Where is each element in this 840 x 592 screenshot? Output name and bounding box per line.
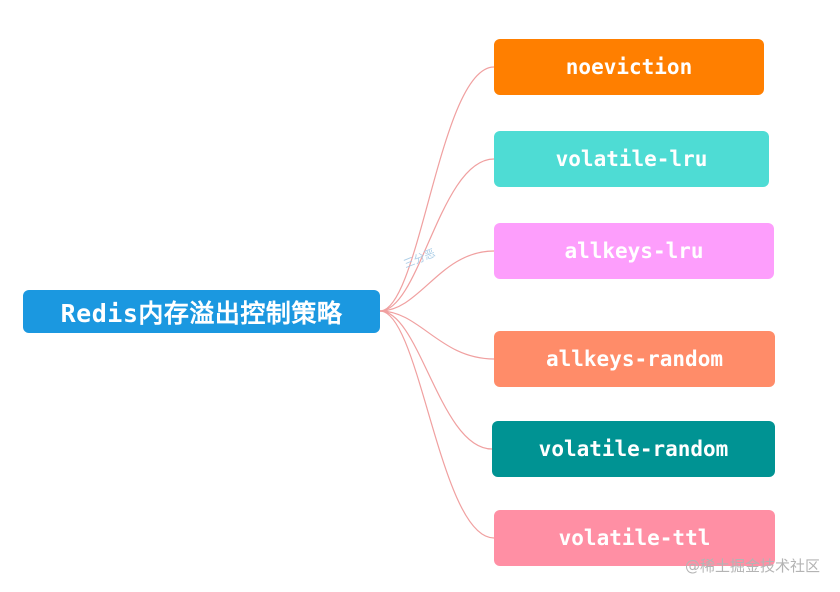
connector-line [379, 66, 495, 312]
branch-node-volatile-random[interactable]: volatile-random [492, 421, 775, 477]
root-node[interactable]: Redis内存溢出控制策略 [23, 290, 380, 333]
connector-line [379, 310, 495, 539]
connector-line [379, 158, 495, 312]
branch-node-label: volatile-lru [555, 147, 708, 171]
root-node-label: Redis内存溢出控制策略 [60, 298, 343, 328]
branch-node-label: allkeys-lru [564, 239, 704, 263]
connector-line [379, 310, 493, 450]
branch-node-allkeys-lru[interactable]: allkeys-lru [494, 223, 774, 279]
branch-node-label: allkeys-random [545, 347, 723, 371]
branch-node-allkeys-random[interactable]: allkeys-random [494, 331, 775, 387]
branch-node-volatile-ttl[interactable]: volatile-ttl [494, 510, 775, 566]
connector-line [379, 310, 495, 360]
branch-node-noeviction[interactable]: noeviction [494, 39, 764, 95]
branch-node-label: noeviction [565, 55, 693, 79]
connector-line [379, 250, 495, 312]
branch-node-label: volatile-random [538, 437, 729, 461]
branch-node-label: volatile-ttl [558, 526, 711, 550]
watermark-corner: @稀土掘金技术社区 [684, 557, 820, 575]
branch-node-volatile-lru[interactable]: volatile-lru [494, 131, 769, 187]
